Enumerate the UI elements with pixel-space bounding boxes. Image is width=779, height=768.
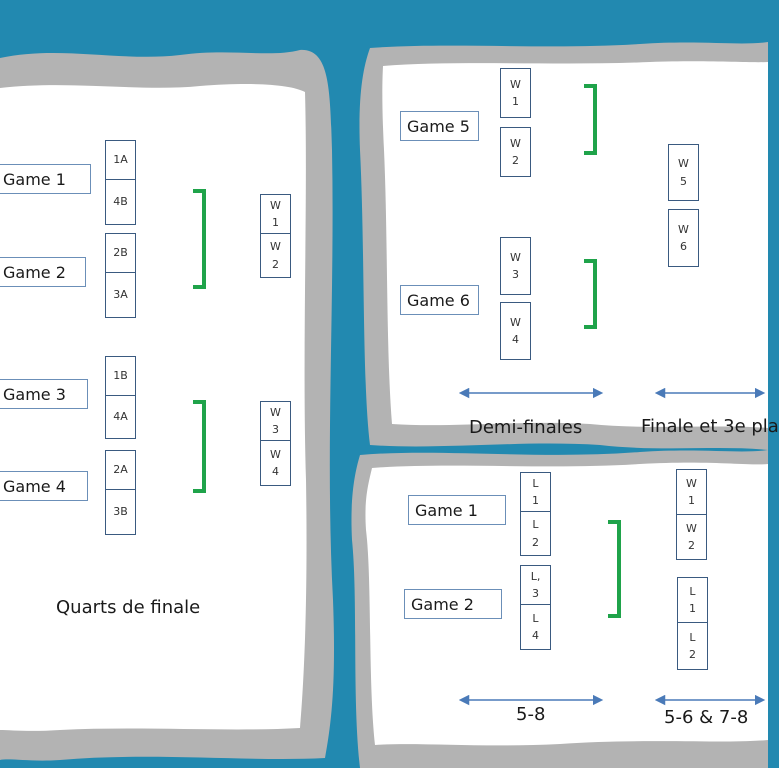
qf-game-2: Game 2 — [0, 257, 86, 287]
qf-game-4: Game 4 — [0, 471, 88, 501]
placement-game-2: Game 2 — [404, 589, 502, 619]
seed-cell: 2A — [105, 450, 136, 490]
quarterfinal-title: Quarts de finale — [56, 597, 201, 618]
seed-cell: 1B — [105, 356, 136, 396]
seed-cell: 4B — [105, 179, 136, 225]
seed-cell: 4A — [105, 395, 136, 439]
placement-loser-cell: L 4 — [520, 604, 551, 650]
placement-loser-cell: L, 3 — [520, 565, 551, 605]
final-title: Finale et 3e pla — [641, 416, 779, 437]
qf-game-1: Game 1 — [0, 164, 91, 194]
placement-title-5-6-7-8: 5-6 & 7-8 — [664, 707, 749, 728]
sf-game-5: Game 5 — [400, 111, 479, 141]
placement-game-1: Game 1 — [408, 495, 506, 525]
placement-result-cell: L 2 — [677, 622, 708, 670]
seed-cell: 1A — [105, 140, 136, 180]
placement-loser-cell: L 1 — [520, 472, 551, 512]
seed-cell: 3A — [105, 272, 136, 318]
qf-winner-cell: W 1 — [260, 194, 291, 234]
placement-result-cell: W 2 — [676, 514, 707, 560]
qf-winner-cell: W 3 — [260, 401, 291, 441]
seed-cell: 2B — [105, 233, 136, 273]
qf-game-3: Game 3 — [0, 379, 88, 409]
placement-result-cell: W 1 — [676, 469, 707, 515]
seed-cell: 3B — [105, 489, 136, 535]
sf-entrant-cell: W 4 — [500, 302, 531, 360]
sf-entrant-cell: W 1 — [500, 68, 531, 118]
placement-result-cell: L 1 — [677, 577, 708, 623]
qf-winner-cell: W 2 — [260, 233, 291, 278]
final-entrant-cell: W 6 — [668, 209, 699, 267]
sf-entrant-cell: W 3 — [500, 237, 531, 295]
qf-winner-cell: W 4 — [260, 440, 291, 486]
semifinal-title: Demi-finales — [469, 417, 583, 438]
sf-entrant-cell: W 2 — [500, 127, 531, 177]
placement-loser-cell: L 2 — [520, 511, 551, 556]
final-entrant-cell: W 5 — [668, 144, 699, 201]
sf-game-6: Game 6 — [400, 285, 479, 315]
placement-title-5-8: 5-8 — [516, 704, 546, 725]
